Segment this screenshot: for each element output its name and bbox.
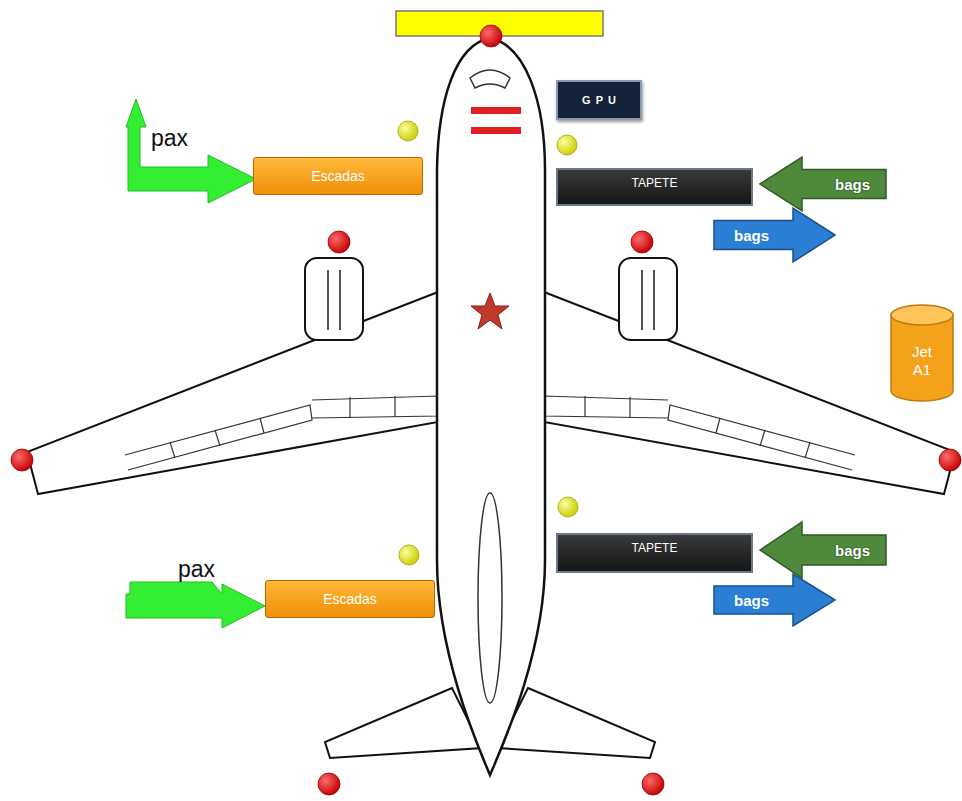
belt-loader-box: TAPETE [556,533,753,573]
marker-bar [471,107,521,114]
vertical-fin [478,493,502,703]
stairs-box: Escadas [253,157,423,195]
node-label: TAPETE [632,176,678,190]
node-label: bags [835,176,870,193]
safety-cones [11,25,961,795]
belt-loader-box: TAPETE [556,168,753,206]
arrow-shape [714,208,835,262]
node-label: TAPETE [632,541,678,555]
node-label: bags [734,227,769,244]
door-markers [398,121,578,565]
node-label: pax [151,125,188,152]
passenger-flow-arrow: pax [118,95,258,207]
cockpit-windows [470,70,510,88]
fuel-tank: Jet A1 [889,303,955,403]
tank-top [891,305,953,325]
bagsOut-shape [712,572,837,628]
bags-arrow: bags [712,206,837,264]
arrow-shape [126,582,265,628]
fuselage [437,38,545,775]
marker-bar [471,127,521,134]
bags-arrow: bags [758,155,888,213]
passenger-flow-arrow: pax [122,556,268,628]
bags-arrow: bags [712,572,837,628]
engines [305,258,677,340]
gpu-box: GPU [556,80,642,120]
node-label: Escadas [323,591,377,607]
arrow-shape [714,574,835,626]
bagsOut-shape [712,206,837,264]
node-label: Jet A1 [902,343,942,379]
node-label: bags [835,542,870,559]
bags-arrow: bags [758,520,888,580]
tank-body [891,315,953,401]
node-label: GPU [577,94,621,106]
node-label: bags [734,592,769,609]
node-label: pax [178,556,215,583]
reference-star [471,293,509,329]
arrow-shape [760,522,886,578]
stairs-box: Escadas [265,580,435,618]
arrow-shape [760,157,886,211]
node-label: Escadas [311,168,365,184]
arrow-shape [126,99,256,203]
